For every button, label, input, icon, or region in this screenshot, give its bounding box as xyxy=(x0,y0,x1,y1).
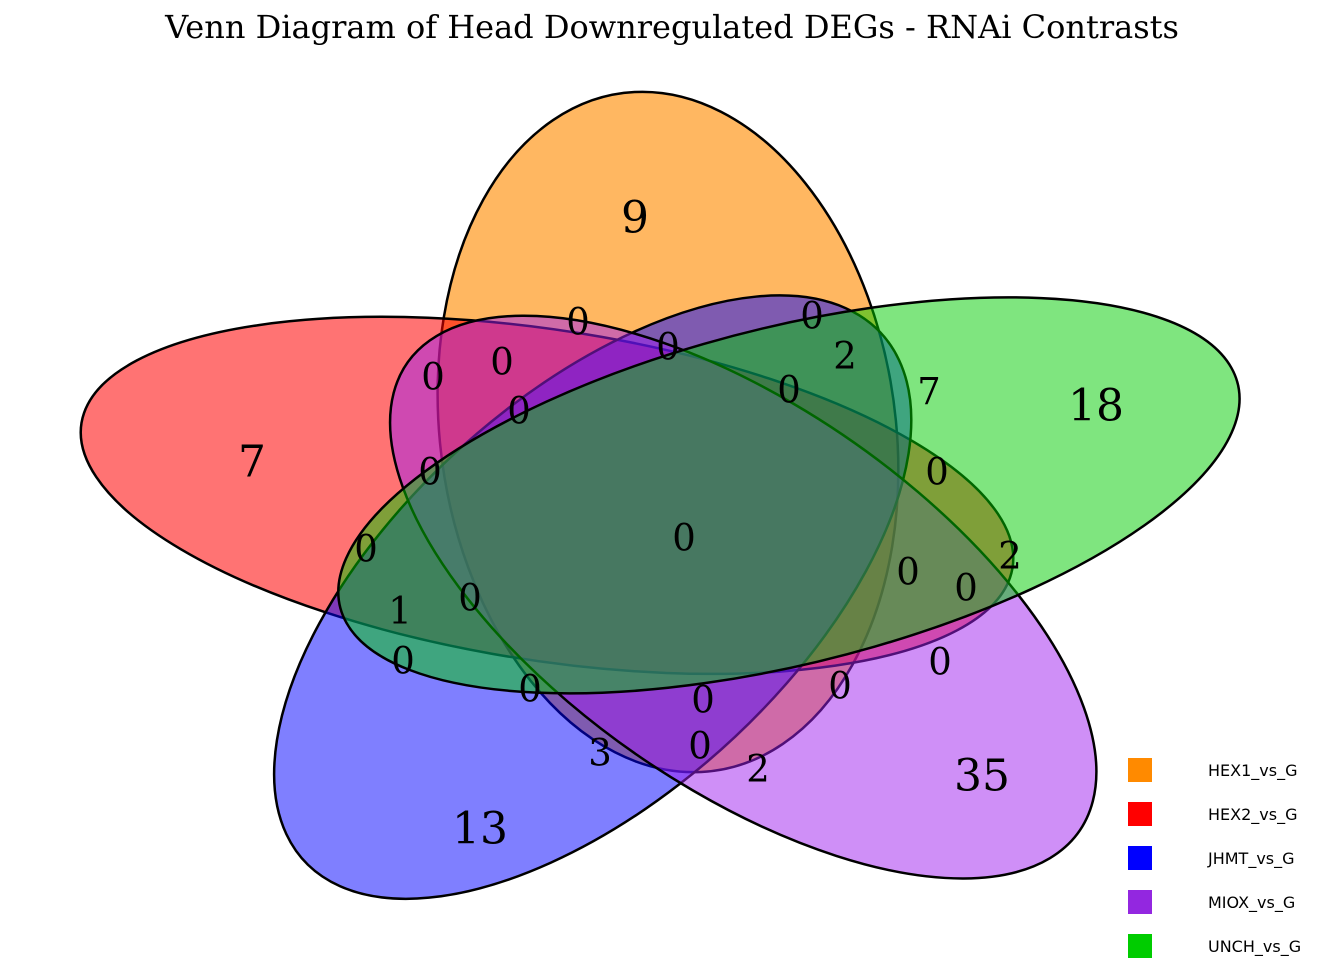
region-count-hex1-hex2-jhmt-miox: 0 xyxy=(507,390,531,433)
region-count-hex1-jhmt-miox: 0 xyxy=(688,725,712,768)
region-count-hex1-hex2-jhmt: 3 xyxy=(588,732,612,775)
legend-label-miox: MIOX_vs_G xyxy=(1208,892,1296,912)
region-count-hex1-hex2-unch-jhmt: 0 xyxy=(777,369,801,412)
region-count-hex1-hex2-unch-miox: 0 xyxy=(896,551,920,594)
region-count-hex2-jhmt-miox: 1 xyxy=(388,590,412,633)
region-count-unch-jhmt-miox: 0 xyxy=(518,668,542,711)
region-count-hex2-jhmt: 0 xyxy=(391,640,415,683)
legend-swatch-hex2 xyxy=(1128,802,1152,826)
region-count-unch: 18 xyxy=(1068,381,1124,432)
region-count-hex2-unch: 0 xyxy=(925,451,949,494)
legend-item-hex2: HEX2_vs_G xyxy=(1128,792,1344,836)
venn-ellipse-unch xyxy=(261,216,1317,774)
region-count-hex2-unch-jhmt: 0 xyxy=(354,528,378,571)
region-count-hex1-unch: 0 xyxy=(800,295,824,338)
chart-title: Venn Diagram of Head Downregulated DEGs … xyxy=(164,8,1179,46)
region-count-hex1: 9 xyxy=(621,193,649,244)
region-count-hex1-hex2: 0 xyxy=(421,356,445,399)
region-count-hex1-miox: 0 xyxy=(566,301,590,344)
legend-label-jhmt: JHMT_vs_G xyxy=(1208,848,1295,868)
region-count-hex2-jhmt-miox-unch: 0 xyxy=(458,577,482,620)
region-count-hex1-unch-jhmt-miox: 0 xyxy=(691,679,715,722)
region-count-hex1-unch-jhmt: 2 xyxy=(833,335,857,378)
region-count-hex2-miox: 0 xyxy=(928,641,952,684)
region-count-hex2-unch-miox: 0 xyxy=(954,567,978,610)
region-count-miox: 35 xyxy=(954,751,1010,802)
legend: HEX1_vs_G HEX2_vs_G JHMT_vs_G MIOX_vs_G … xyxy=(1128,748,1344,968)
region-count-hex1-unch-miox: 0 xyxy=(828,665,852,708)
region-count-hex1-hex2-miox: 0 xyxy=(490,341,514,384)
legend-label-hex2: HEX2_vs_G xyxy=(1208,804,1298,824)
legend-swatch-miox xyxy=(1128,890,1152,914)
region-count-hex1-hex2-jhmt-miox-unch: 0 xyxy=(672,517,696,560)
region-count-jhmt: 13 xyxy=(452,804,508,855)
region-count-hex2: 7 xyxy=(238,437,266,488)
region-count-hex1-jhmt: 0 xyxy=(656,326,680,369)
legend-item-jhmt: JHMT_vs_G xyxy=(1128,836,1344,880)
region-count-jhmt-miox: 2 xyxy=(746,748,770,791)
region-count-hex1-hex2-unch: 0 xyxy=(418,451,442,494)
legend-item-hex1: HEX1_vs_G xyxy=(1128,748,1344,792)
legend-label-hex1: HEX1_vs_G xyxy=(1208,760,1298,780)
legend-item-miox: MIOX_vs_G xyxy=(1128,880,1344,924)
legend-item-unch: UNCH_vs_G xyxy=(1128,924,1344,968)
region-count-unch-miox: 2 xyxy=(998,535,1022,578)
venn-ellipses xyxy=(29,81,1317,960)
legend-swatch-unch xyxy=(1128,934,1152,958)
legend-swatch-hex1 xyxy=(1128,758,1152,782)
region-count-unch-jhmt: 7 xyxy=(917,371,941,414)
legend-label-unch: UNCH_vs_G xyxy=(1208,936,1302,956)
legend-swatch-jhmt xyxy=(1128,846,1152,870)
